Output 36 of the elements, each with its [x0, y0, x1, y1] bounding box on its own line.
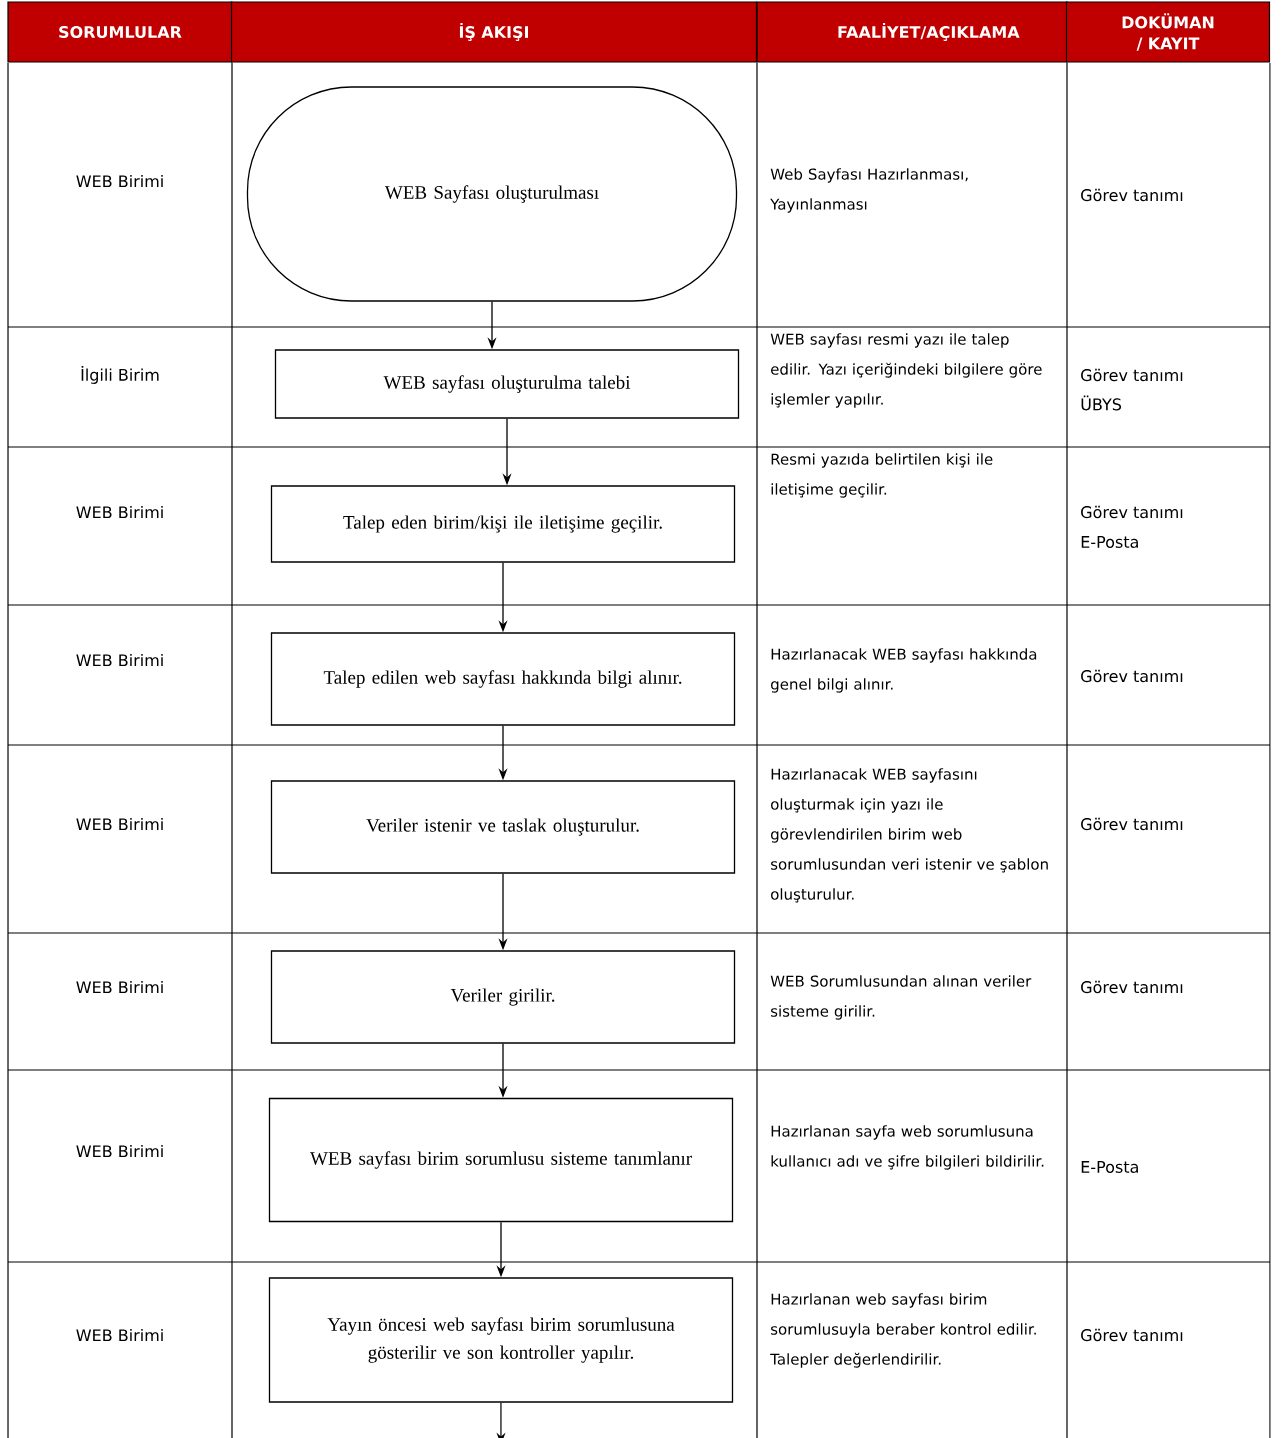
responsible-text: WEB Birimi [76, 980, 163, 994]
description-text: WEB Sorumlusundan alınan veriler sisteme girilir. [770, 975, 1032, 1020]
description-text: Hazırlanan web sayfası birim sorumlusuyla beraber kontrol edilir. Talepler değerlendirilir. [770, 1293, 1036, 1368]
responsible-text: WEB Birimi [76, 817, 163, 831]
responsible-text: WEB Birimi [76, 1328, 163, 1342]
document-text: Görev tanımı [1081, 505, 1183, 519]
responsible-text: İlgili Birim [81, 366, 159, 384]
header-cell: DOKÜMAN / KAYIT [1065, 1, 1271, 63]
description-text: Resmi yazıda belirtilen kişi ile iletişime geçilir. [771, 453, 993, 498]
document-text: Görev tanımı [1081, 188, 1183, 202]
document-text: Görev tanımı [1081, 980, 1183, 994]
document-text: E-Posta [1081, 536, 1138, 548]
process-box: Veriler istenir ve taslak oluşturulur. [270, 780, 736, 874]
process-box: WEB sayfası birim sorumlusu sisteme tanımlanır [268, 1097, 734, 1223]
document-text: Görev tanımı [1081, 669, 1183, 683]
responsible-text: WEB Birimi [76, 174, 163, 188]
responsible-text: WEB Birimi [76, 653, 163, 667]
process-box: Veriler girilir. [270, 950, 736, 1044]
description-text: Hazırlanacak WEB sayfasını oluşturmak için yazı ile görevlendirilen birim web sorumlusundan veri istenir ve şablon oluşturulur. [771, 768, 1048, 903]
header-cell: FAALİYET/AÇIKLAMA [756, 1, 1068, 63]
process-box: Yayın öncesi web sayfası birim sorumlusuna gösterilir ve son kontroller yapılır. [268, 1277, 734, 1403]
responsible-text: WEB Birimi [76, 1144, 163, 1158]
description-text: Web Sayfası Hazırlanması, Yayınlanması [770, 168, 968, 213]
description-text: WEB sayfası resmi yazı ile talep edilir. Yazı içeriğindeki bilgilere göre işlemler yapılır. [770, 333, 1042, 408]
description-text: Hazırlanan sayfa web sorumlusuna kullanıcı adı ve şifre bilgileri bildirilir. [771, 1125, 1044, 1170]
process-box: WEB sayfası oluşturulma talebi [274, 349, 740, 419]
process-box: Talep eden birim/kişi ile iletişime geçilir. [270, 485, 736, 563]
document-text: ÜBYS [1081, 395, 1122, 411]
document-text: Görev tanımı [1081, 1328, 1183, 1342]
description-text: Hazırlanacak WEB sayfası hakkında genel bilgi alınır. [771, 648, 1037, 693]
responsible-text: WEB Birimi [76, 505, 163, 519]
process-box: Talep edilen web sayfası hakkında bilgi alınır. [270, 632, 736, 726]
document-text: Görev tanımı [1081, 817, 1183, 831]
document-text: Görev tanımı [1081, 368, 1183, 382]
document-text: E-Posta [1081, 1161, 1138, 1173]
header-cell: SORUMLULAR [7, 1, 233, 63]
